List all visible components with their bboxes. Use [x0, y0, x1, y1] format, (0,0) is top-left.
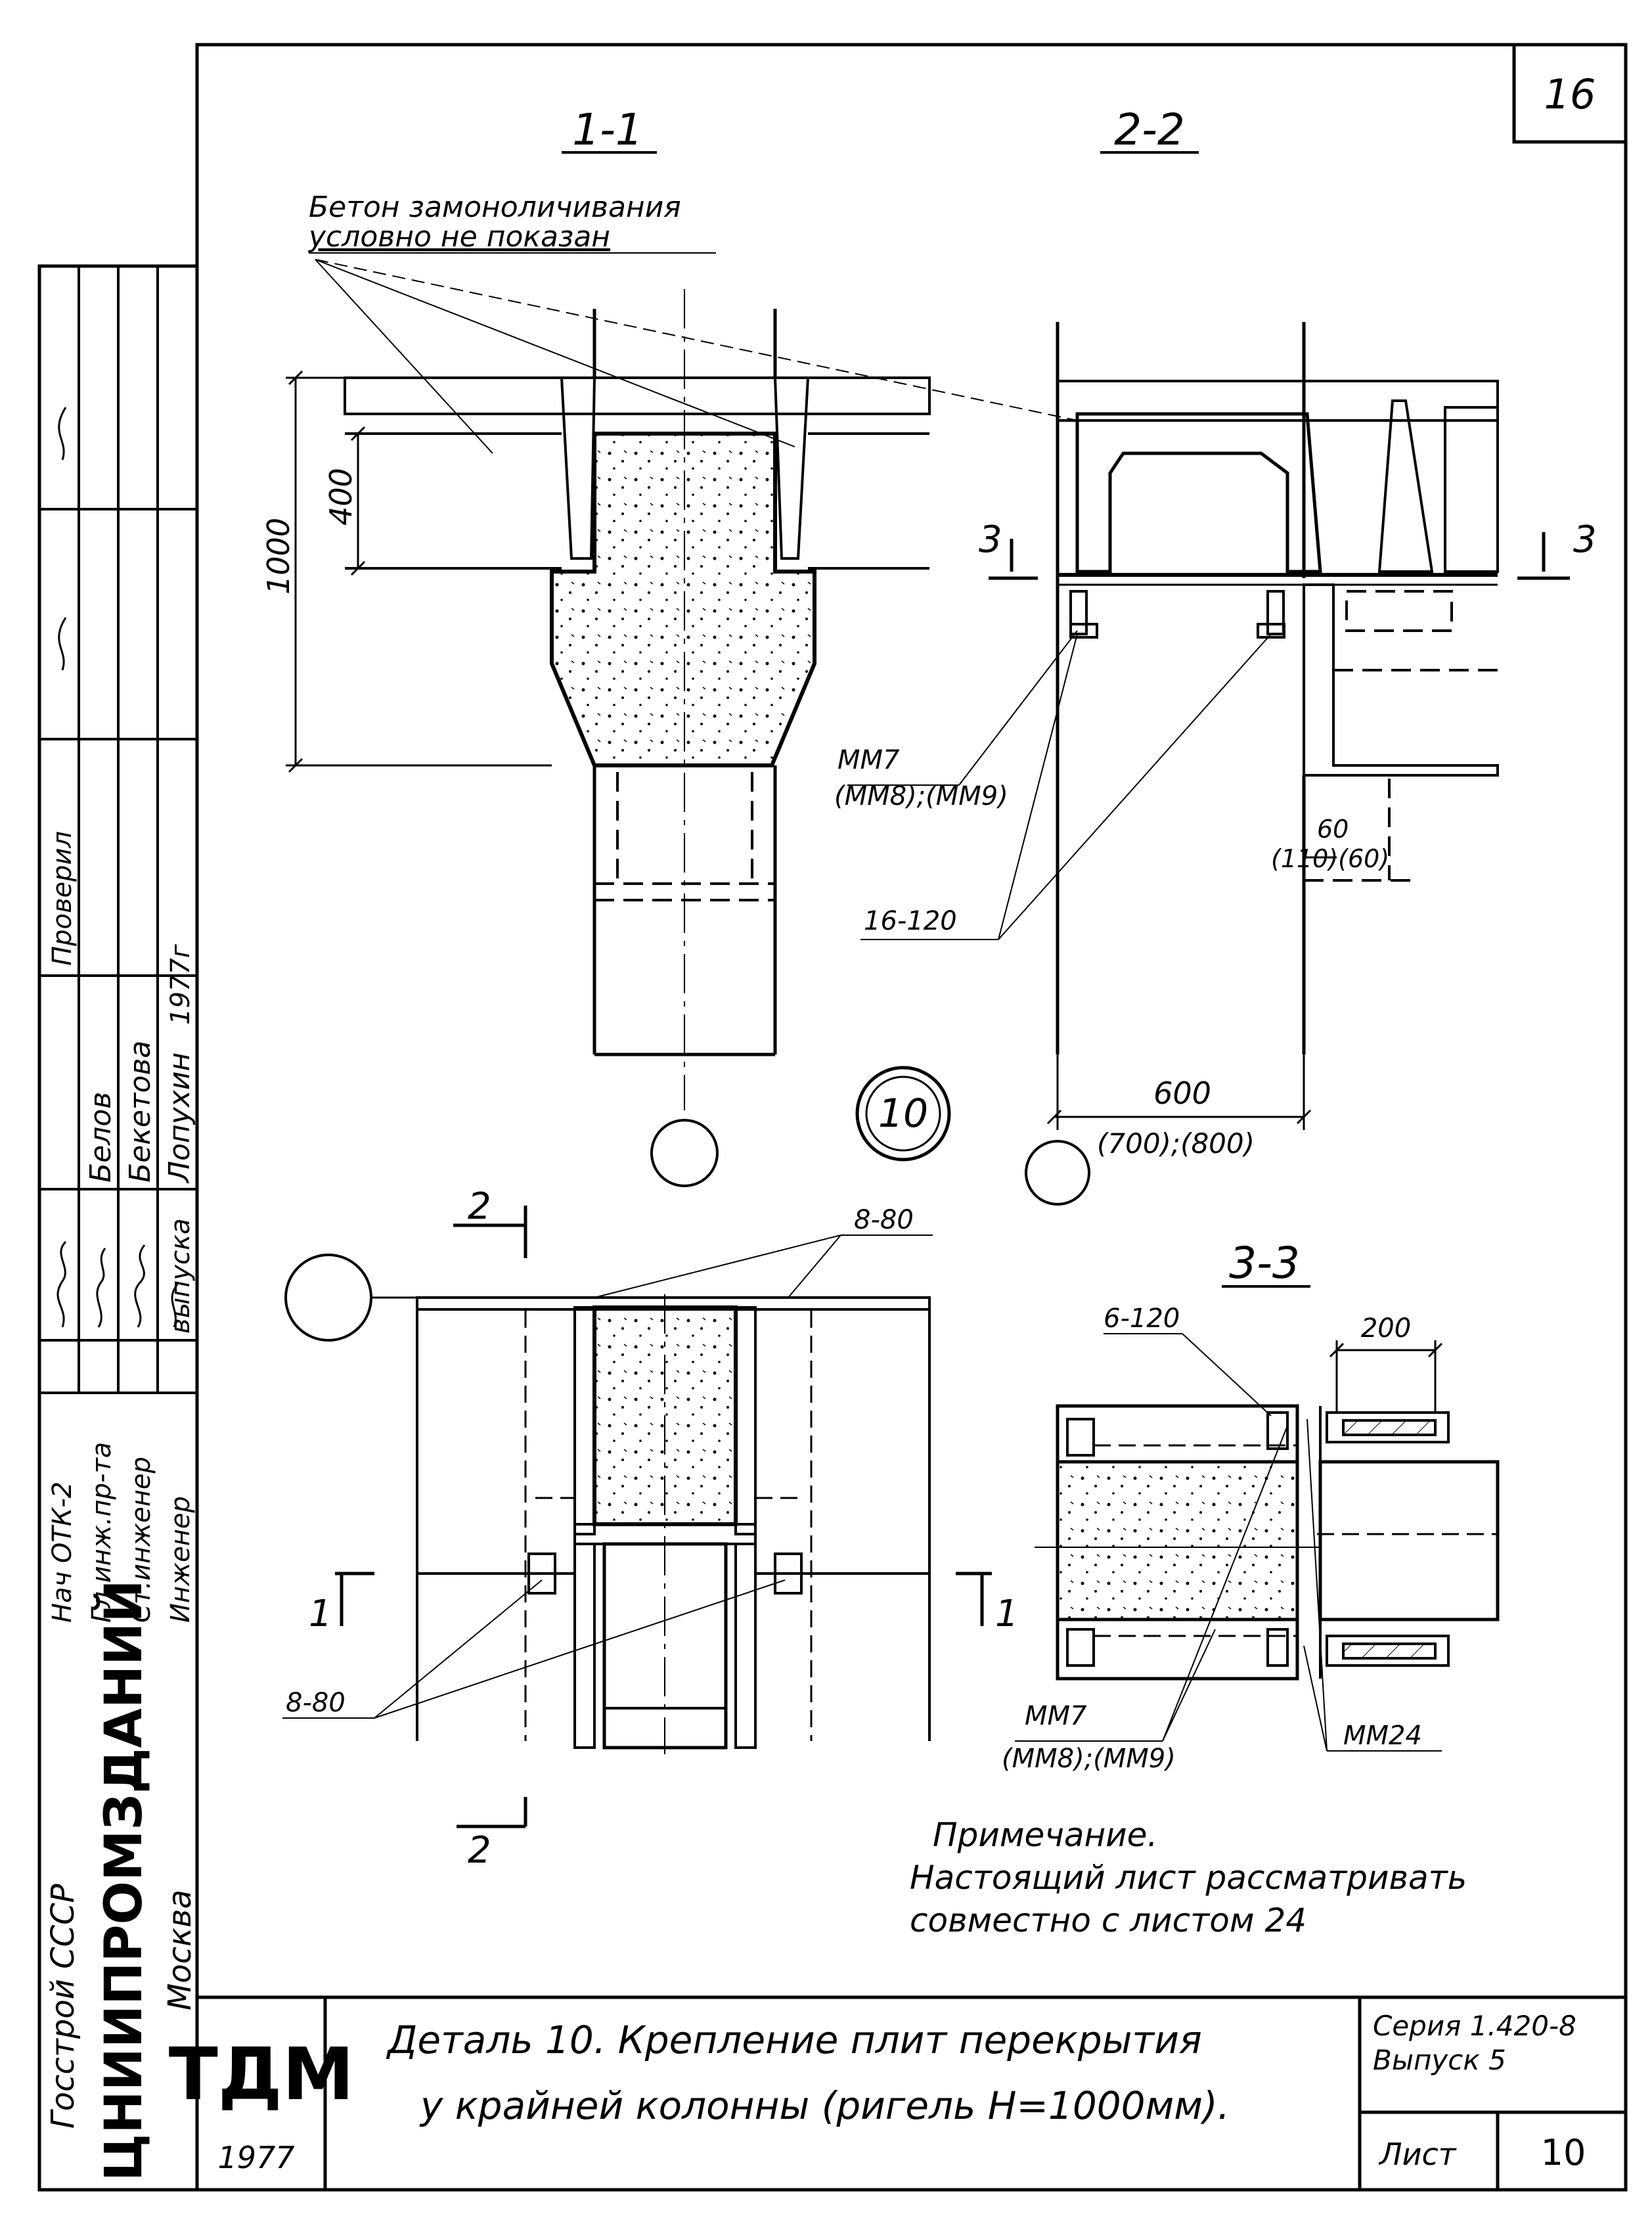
section-3-3-label: 3-3 — [1229, 1238, 1300, 1288]
name-3: Лопухин — [163, 1053, 196, 1184]
label-mm7-a: ММ7 — [837, 745, 900, 775]
detail-ref-number: 10 — [878, 1091, 928, 1137]
cut-2-bottom: 2 — [468, 1829, 491, 1872]
left-stamp: Госстрой СССР ЦНИИПРОМЗДАНИЙ Москва Нач … — [39, 266, 198, 2181]
page-number: 16 — [1544, 70, 1596, 118]
signature-scribbles — [56, 407, 179, 1328]
dim-200: 200 — [1361, 1313, 1411, 1344]
plan-view: 2 2 — [282, 1185, 1019, 1872]
sign-label: выпуска — [166, 1218, 196, 1334]
remark-title: Примечание. — [933, 1816, 1157, 1854]
list-number: 10 — [1541, 2132, 1586, 2173]
label-mm8-9-a: (ММ8);(ММ9) — [834, 781, 1008, 811]
remark: Примечание. Настоящий лист рассматривать… — [910, 1816, 1467, 1939]
page-number-box: 16 — [1512, 43, 1628, 144]
remark-line2: совместно с листом 24 — [910, 1901, 1306, 1939]
stamp-logo: ТДМ — [169, 2032, 354, 2116]
section-1-1-label: 1-1 — [572, 104, 643, 155]
dim-700-800: (700);(800) — [1097, 1127, 1255, 1160]
cut-3-right: 3 — [1573, 518, 1597, 561]
name-2: Бекетова — [123, 1041, 157, 1183]
role-3: Ст.инженер — [126, 1457, 156, 1623]
cut-1-right: 1 — [995, 1593, 1019, 1635]
role-2: Гл.инж.пр-та — [87, 1442, 117, 1623]
section-2-2: 2-2 — [834, 104, 1597, 1206]
label-8-80-top: 8-80 — [854, 1205, 914, 1235]
role-5: Проверил — [47, 831, 78, 966]
label-16-120: 16-120 — [864, 906, 957, 936]
dim-110-60: (110)(60) — [1271, 844, 1389, 873]
cut-3-left: 3 — [979, 518, 1002, 561]
remark-line1: Настоящий лист рассматривать — [910, 1859, 1467, 1897]
detail-ref-circle: 10 — [855, 1066, 951, 1162]
name-1: Белов — [84, 1092, 118, 1183]
dim-1000: 1000 — [261, 518, 296, 595]
note-concrete-line1: Бетон замоноличивания — [309, 191, 681, 224]
org-line3: Москва — [162, 1890, 198, 2010]
series-line2: Выпуск 5 — [1373, 2044, 1506, 2076]
role-4: Инженер — [166, 1496, 196, 1623]
stamp-year: 1977 — [217, 2140, 294, 2175]
label-8-80-left: 8-80 — [286, 1688, 346, 1718]
axis-circle-3 — [284, 1254, 372, 1342]
series-line1: Серия 1.420-8 — [1373, 2010, 1576, 2042]
title-block: ТДМ 1977 Деталь 10. Крепление плит перек… — [169, 1995, 1626, 2190]
org-line2: ЦНИИПРОМЗДАНИЙ — [93, 1579, 154, 2181]
role-1: Нач ОТК-2 — [47, 1482, 78, 1623]
label-mm8-9-b: (ММ8);(ММ9) — [1002, 1744, 1176, 1774]
section-3-3: 3-3 — [1002, 1238, 1500, 1774]
label-mm24: ММ24 — [1343, 1721, 1422, 1751]
name-4: 1977г — [166, 943, 196, 1025]
list-label: Лист — [1378, 2137, 1457, 2172]
dim-400: 400 — [323, 468, 359, 526]
dim-60: 60 — [1317, 815, 1349, 844]
dim-600: 600 — [1153, 1076, 1211, 1111]
note-concrete-line2: условно не показан — [307, 220, 610, 254]
section-2-2-label: 2-2 — [1114, 104, 1185, 155]
cut-2-top: 2 — [468, 1185, 491, 1228]
axis-circle-1 — [650, 1119, 719, 1187]
cut-1-left: 1 — [309, 1593, 332, 1635]
label-6-120: 6-120 — [1104, 1303, 1180, 1334]
axis-circle-2 — [1025, 1140, 1090, 1206]
section-1-1: 1-1 — [261, 104, 1078, 1187]
title-line2: у крайней колонны (ригель H=1000мм). — [419, 2083, 1230, 2128]
title-line1: Деталь 10. Крепление плит перекрытия — [386, 2018, 1202, 2062]
label-mm7-b: ММ7 — [1025, 1701, 1087, 1731]
org-line1: Госстрой СССР — [45, 1884, 81, 2129]
